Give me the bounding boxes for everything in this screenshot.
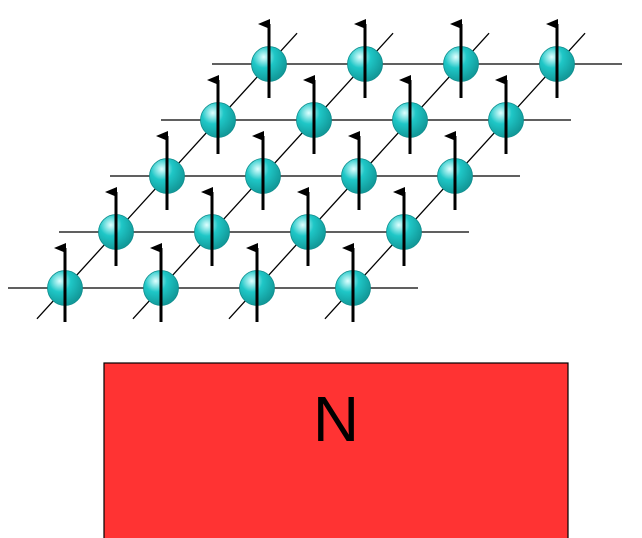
spin-site [341, 131, 377, 210]
magnet-north-pole: N [103, 362, 569, 538]
spin-site [392, 75, 428, 154]
spin-site [143, 243, 179, 322]
spin-site [194, 187, 230, 266]
spin-site [245, 131, 281, 210]
spin-site [239, 243, 275, 322]
spin-site [200, 75, 236, 154]
spin-site [437, 131, 473, 210]
spin-site [347, 19, 383, 98]
spin-site [443, 19, 479, 98]
spin-site [149, 131, 185, 210]
spin-site [296, 75, 332, 154]
spin-site [539, 19, 575, 98]
spin-site [386, 187, 422, 266]
spin-site [335, 243, 371, 322]
lattice-lines [8, 32, 622, 320]
magnet-block [103, 362, 569, 538]
spin-site [98, 187, 134, 266]
lattice-atoms [47, 19, 575, 322]
spin-site [251, 19, 287, 98]
spin-site [47, 243, 83, 322]
spin-site [290, 187, 326, 266]
spin-site [488, 75, 524, 154]
magnet-label: N [313, 383, 359, 455]
